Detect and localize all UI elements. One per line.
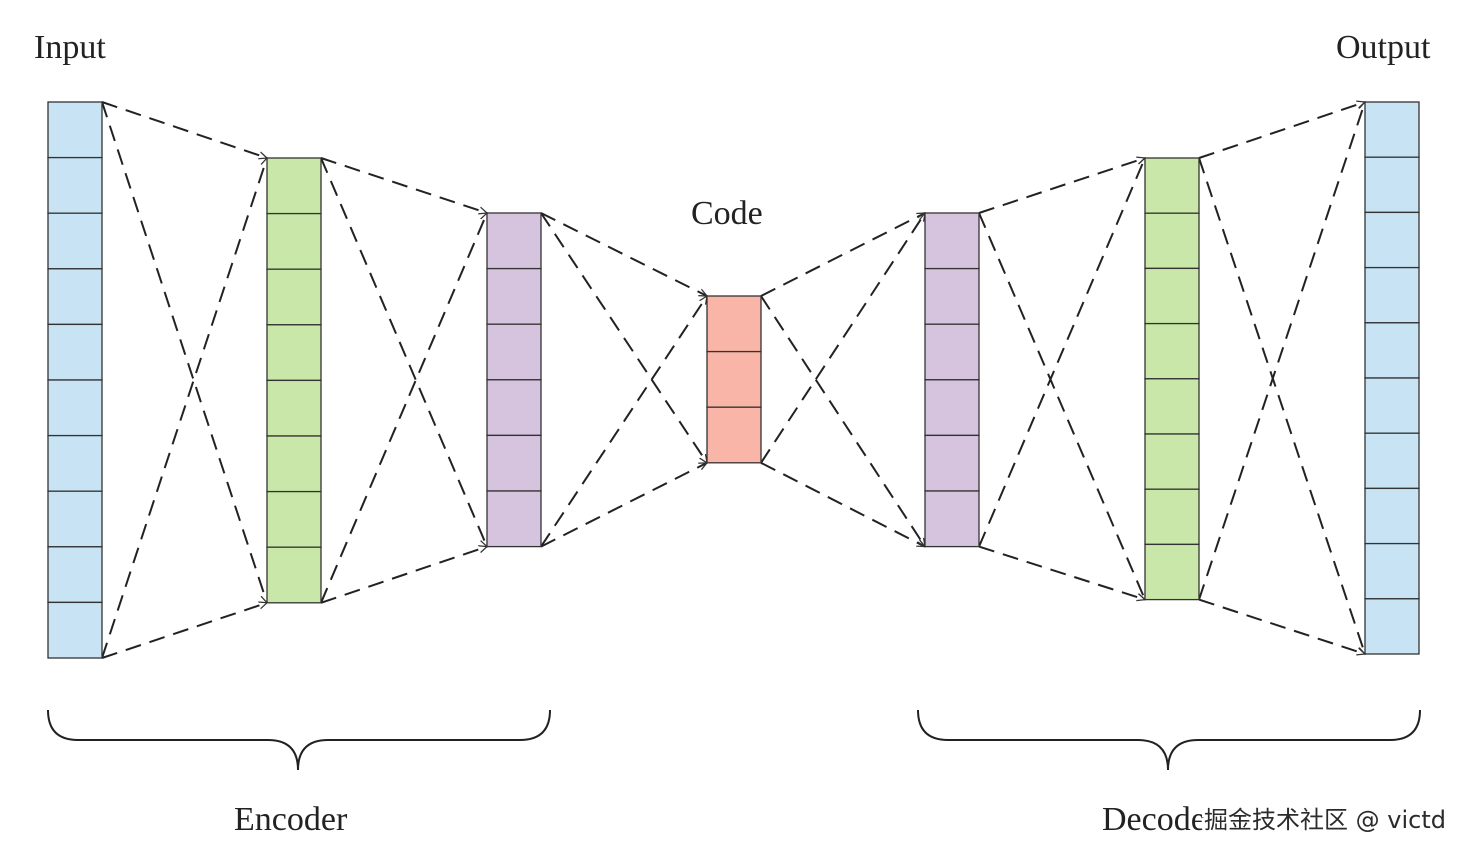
unit-cell xyxy=(1364,598,1420,655)
connection-line xyxy=(101,101,267,603)
unit-cell xyxy=(706,406,762,464)
layer-code xyxy=(706,295,762,464)
unit-cell xyxy=(266,157,322,215)
input-label: Input xyxy=(34,29,106,66)
connection-lines xyxy=(101,101,1365,659)
unit-cell xyxy=(47,434,103,492)
connection-line xyxy=(540,461,707,548)
unit-cell xyxy=(266,379,322,437)
connection-line xyxy=(320,157,488,547)
connection-line xyxy=(760,461,925,548)
connection-line xyxy=(540,212,707,463)
connection-line xyxy=(540,296,707,548)
connection-line xyxy=(978,158,1146,547)
unit-cell xyxy=(924,434,980,492)
unit-cell xyxy=(47,268,103,326)
connection-line xyxy=(978,158,1145,214)
unit-cell xyxy=(486,267,542,325)
unit-cell xyxy=(1144,433,1200,490)
output-label: Output xyxy=(1336,29,1431,66)
unit-cell xyxy=(47,323,103,381)
layer-enc-2 xyxy=(486,212,542,548)
unit-cell xyxy=(924,323,980,381)
unit-cell xyxy=(47,601,103,659)
unit-cell xyxy=(1364,322,1420,379)
unit-cell xyxy=(1144,212,1200,270)
unit-cell xyxy=(266,490,322,548)
connection-line xyxy=(320,547,487,604)
unit-cell xyxy=(1364,377,1420,434)
unit-cell xyxy=(924,212,980,270)
unit-cell xyxy=(1364,211,1420,269)
connection-line xyxy=(978,212,1146,600)
layer-columns xyxy=(47,101,1420,659)
layer-dec-2 xyxy=(1144,157,1200,601)
unit-cell xyxy=(924,379,980,437)
connection-line xyxy=(540,212,707,297)
unit-cell xyxy=(486,434,542,492)
unit-cell xyxy=(1144,378,1200,435)
unit-cell xyxy=(266,546,322,604)
unit-cell xyxy=(486,490,542,548)
unit-cell xyxy=(266,212,322,270)
connection-line xyxy=(978,545,1145,600)
unit-cell xyxy=(1364,101,1420,158)
unit-cell xyxy=(47,546,103,604)
unit-cell xyxy=(924,267,980,325)
unit-cell xyxy=(1364,487,1420,545)
layer-dec-1 xyxy=(924,212,980,548)
decoder-brace xyxy=(917,709,1421,771)
unit-cell xyxy=(47,379,103,437)
encoder-label: Encoder xyxy=(234,801,348,838)
connection-line xyxy=(320,213,488,604)
unit-cell xyxy=(47,156,103,214)
connection-line xyxy=(101,101,267,158)
unit-cell xyxy=(1144,322,1200,380)
unit-cell xyxy=(1364,542,1420,600)
connection-line xyxy=(760,212,925,297)
unit-cell xyxy=(266,268,322,326)
watermark-text: 掘金技术社区 @ victd xyxy=(1204,806,1446,834)
connection-line xyxy=(760,295,925,547)
connection-line xyxy=(1198,157,1365,654)
connection-line xyxy=(1198,102,1365,159)
unit-cell xyxy=(1364,266,1420,324)
layer-output xyxy=(1364,101,1420,655)
unit-cell xyxy=(486,379,542,437)
unit-cell xyxy=(1144,267,1200,325)
unit-cell xyxy=(266,324,322,382)
layer-input xyxy=(47,101,103,659)
unit-cell xyxy=(47,101,103,159)
decoder-label: Decoder xyxy=(1102,801,1218,838)
connection-line xyxy=(101,158,267,659)
unit-cell xyxy=(47,212,103,270)
unit-cell xyxy=(266,435,322,493)
connection-line xyxy=(1198,102,1365,600)
layer-enc-1 xyxy=(266,157,322,604)
unit-cell xyxy=(1364,432,1420,490)
connection-line xyxy=(1198,598,1365,654)
unit-cell xyxy=(706,295,762,353)
connection-line xyxy=(101,603,267,659)
unit-cell xyxy=(486,323,542,381)
unit-cell xyxy=(924,490,980,548)
unit-cell xyxy=(47,490,103,548)
encoder-brace xyxy=(47,709,551,771)
unit-cell xyxy=(1144,543,1200,601)
watermark-shadow: 掘金技术社区 @ victd xyxy=(1204,806,1446,834)
connection-line xyxy=(760,213,925,464)
unit-cell xyxy=(1144,157,1200,214)
code-label: Code xyxy=(691,195,763,232)
unit-cell xyxy=(486,212,542,270)
unit-cell xyxy=(706,350,762,408)
unit-cell xyxy=(1364,156,1420,214)
unit-cell xyxy=(1144,488,1200,546)
connection-line xyxy=(320,157,487,213)
